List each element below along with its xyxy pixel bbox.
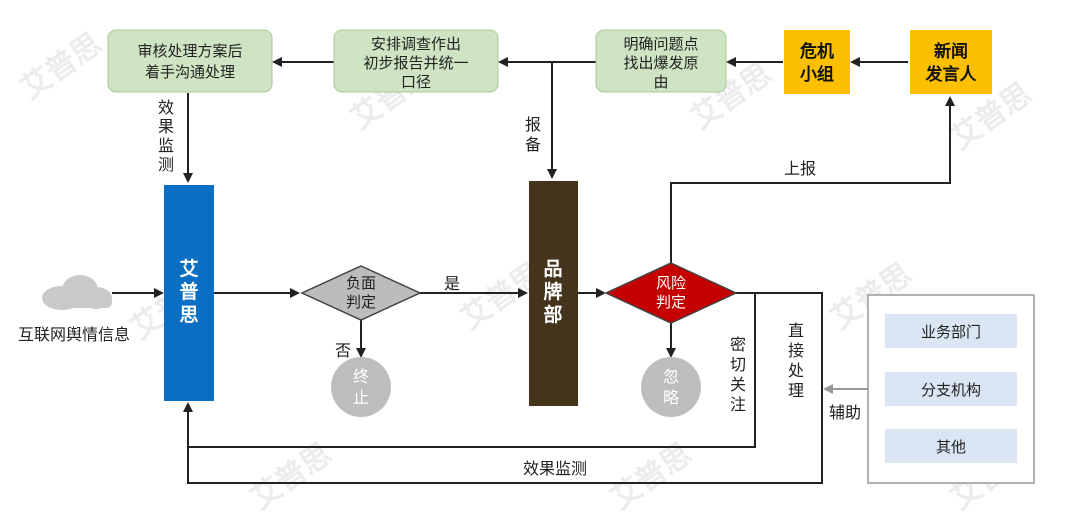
box-crisis-team bbox=[784, 30, 850, 94]
node-aipusi: 艾 普 思 bbox=[164, 185, 214, 401]
node-risk-judge: 风险 判定 bbox=[604, 262, 738, 324]
bar-aipusi bbox=[164, 185, 214, 401]
edge-label-char: 关 bbox=[730, 375, 746, 394]
internet-opinion-label: 互联网舆情信息 bbox=[18, 325, 130, 344]
node-arrange-investigation: 安排调查作出 初步报告并统一 口径 bbox=[333, 29, 499, 93]
edge-label-assist: 辅助 bbox=[829, 403, 861, 422]
edge-label-char: 备 bbox=[525, 135, 541, 154]
node-terminate: 终 止 bbox=[331, 357, 391, 417]
watermark: 艾普思 bbox=[605, 436, 699, 516]
box-arrange-investigation bbox=[333, 29, 499, 93]
node-text: 艾 bbox=[179, 258, 198, 280]
node-text: 品 bbox=[543, 258, 562, 280]
edge-label-char: 报 bbox=[525, 115, 541, 134]
node-text: 忽 bbox=[663, 367, 679, 386]
node-text: 发言人 bbox=[925, 64, 978, 85]
edge-label-report-file: 报 备 bbox=[525, 115, 541, 154]
support-item-label: 分支机构 bbox=[921, 381, 981, 399]
node-text: 明确问题点 bbox=[623, 35, 698, 53]
node-text: 思 bbox=[179, 304, 198, 326]
edge-label-char: 直 bbox=[788, 321, 804, 340]
bar-brand-dept bbox=[529, 181, 578, 406]
node-text: 初步报告并统一 bbox=[363, 54, 468, 72]
node-text: 找出爆发原 bbox=[623, 54, 698, 72]
node-crisis-team: 危机 小组 bbox=[784, 30, 850, 94]
support-item-label: 业务部门 bbox=[921, 323, 981, 341]
edge-label-effect-monitor-vertical: 效 果 监 测 bbox=[158, 98, 174, 174]
node-text: 部 bbox=[543, 303, 562, 326]
node-review-plan: 审核处理方案后 着手沟通处理 bbox=[107, 29, 273, 93]
box-identify-issue bbox=[595, 29, 727, 93]
diamond-negative-judge bbox=[300, 265, 422, 321]
node-text: 止 bbox=[353, 388, 369, 407]
edge-label-report-up: 上报 bbox=[784, 159, 816, 178]
node-text: 普 bbox=[179, 280, 198, 303]
node-text: 牌 bbox=[543, 280, 562, 303]
node-identify-issue: 明确问题点 找出爆发原 由 bbox=[595, 29, 727, 93]
node-text: 终 bbox=[353, 367, 369, 386]
edge-label-direct-handle: 直 接 处 理 bbox=[788, 321, 804, 400]
edge-label-char: 测 bbox=[158, 155, 174, 174]
watermark: 艾普思 bbox=[15, 26, 109, 106]
node-text: 安排调查作出 bbox=[371, 35, 461, 53]
support-item-business bbox=[885, 314, 1017, 348]
connectors bbox=[112, 57, 955, 484]
node-text: 新闻 bbox=[934, 41, 968, 62]
node-text: 着手沟通处理 bbox=[145, 63, 235, 81]
node-text: 小组 bbox=[800, 64, 834, 85]
edge-label-char: 注 bbox=[730, 395, 746, 414]
edge-label-char: 理 bbox=[788, 381, 804, 400]
node-text: 由 bbox=[653, 73, 668, 91]
edge-label-close-watch: 密 切 关 注 bbox=[730, 335, 746, 414]
support-item-label: 其他 bbox=[936, 438, 966, 456]
edge-risk-to-spokesperson bbox=[670, 96, 955, 263]
node-brand-dept: 品 牌 部 bbox=[529, 181, 578, 406]
node-negative-judge: 负面 判定 bbox=[300, 265, 422, 321]
edge-label-effect-monitor-bottom: 效果监测 bbox=[523, 459, 587, 478]
node-spokesperson: 新闻 发言人 bbox=[910, 30, 992, 94]
box-review-plan bbox=[107, 29, 273, 93]
edge-label-char: 处 bbox=[788, 361, 804, 380]
node-text: 判定 bbox=[656, 293, 686, 311]
node-text: 略 bbox=[663, 388, 679, 407]
support-group: 业务部门 分支机构 其他 bbox=[867, 294, 1035, 484]
edge-label-char: 密 bbox=[730, 335, 746, 354]
box-spokesperson bbox=[910, 30, 992, 94]
watermark: 艾普思 bbox=[245, 436, 339, 516]
edge-label-char: 接 bbox=[788, 341, 804, 360]
edge-close-watch-loop bbox=[183, 292, 756, 448]
edge-label-yes: 是 bbox=[444, 274, 460, 293]
circle-ignore bbox=[641, 357, 701, 417]
node-text: 负面 bbox=[346, 274, 376, 292]
support-item-other bbox=[885, 429, 1017, 463]
node-text: 审核处理方案后 bbox=[137, 42, 242, 60]
node-text: 口径 bbox=[401, 73, 431, 91]
edge-label-char: 监 bbox=[158, 136, 174, 155]
support-item-branch bbox=[885, 372, 1017, 406]
edge-label-char: 果 bbox=[158, 117, 174, 136]
edge-direct-handle-loop bbox=[187, 292, 823, 484]
node-text: 风险 bbox=[656, 274, 686, 292]
node-text: 判定 bbox=[346, 293, 376, 311]
edge-label-char: 效 bbox=[158, 98, 174, 117]
cloud-icon bbox=[42, 275, 112, 310]
edge-label-no: 否 bbox=[335, 341, 351, 360]
node-text: 危机 bbox=[799, 41, 834, 62]
edge-label-char: 切 bbox=[730, 355, 746, 374]
node-ignore: 忽 略 bbox=[641, 357, 701, 417]
circle-terminate bbox=[331, 357, 391, 417]
diamond-risk-judge bbox=[604, 262, 738, 324]
